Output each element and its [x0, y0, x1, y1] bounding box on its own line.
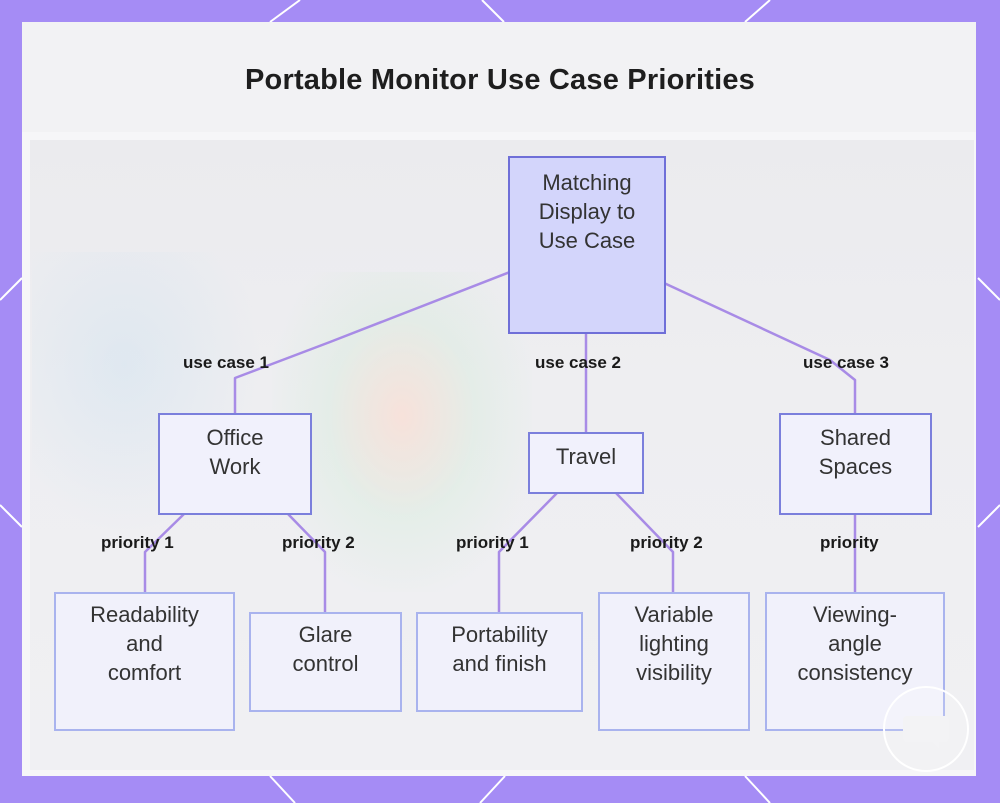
- edge-root-office: [233, 270, 511, 413]
- edge-travel-variable: [615, 492, 675, 592]
- edge-office-glare: [287, 513, 327, 612]
- edge-label-use-case-2: use case 2: [535, 353, 622, 372]
- chat-button[interactable]: [883, 686, 969, 772]
- node-readability: Readability and comfort: [54, 592, 235, 731]
- diagram-title: Portable Monitor Use Case Priorities: [245, 64, 755, 96]
- node-variable-lighting: Variable lighting visibility: [598, 592, 750, 731]
- edge-label-use-case-1: use case 1: [183, 353, 270, 372]
- background-header: [22, 22, 976, 132]
- edge-office-readability: [143, 513, 185, 592]
- edge-label-shared-priority: priority: [820, 533, 879, 552]
- edge-label-office-priority-1: priority 1: [101, 533, 174, 552]
- edge-label-travel-priority-1: priority 1: [456, 533, 529, 552]
- node-portability: Portability and finish: [416, 612, 583, 712]
- chat-bubble-icon: [903, 716, 949, 742]
- node-travel: Travel: [528, 432, 644, 494]
- edge-label-use-case-3: use case 3: [803, 353, 890, 372]
- edge-label-travel-priority-2: priority 2: [630, 533, 703, 552]
- edge-travel-portability: [497, 492, 558, 612]
- node-shared-spaces: Shared Spaces: [779, 413, 932, 515]
- edge-root-shared: [663, 281, 857, 413]
- chat-bubble-tail: [929, 738, 939, 748]
- node-office-work: Office Work: [158, 413, 312, 515]
- edge-label-office-priority-2: priority 2: [282, 533, 355, 552]
- node-glare-control: Glare control: [249, 612, 402, 712]
- node-matching-display: Matching Display to Use Case: [508, 156, 666, 334]
- background-glow: [272, 272, 532, 592]
